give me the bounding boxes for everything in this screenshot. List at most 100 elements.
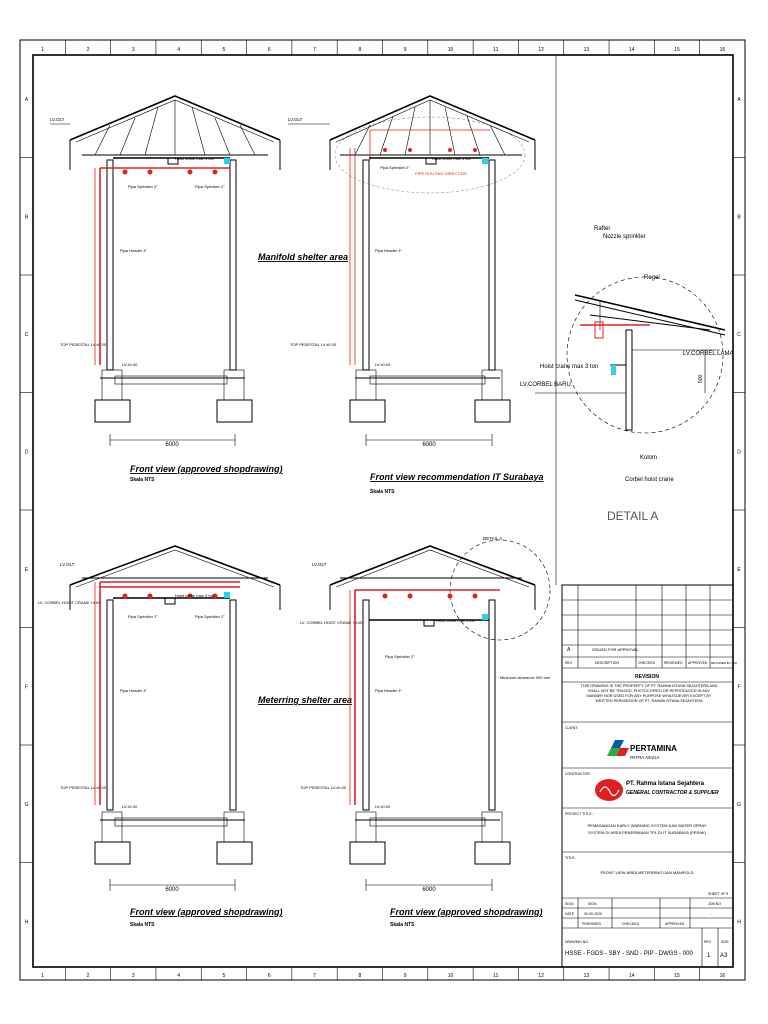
view-scale: Skala NTS bbox=[130, 922, 155, 928]
grid-row-label: A bbox=[737, 97, 741, 103]
approved-header: APPROVED bbox=[688, 661, 708, 665]
title-block: A ISSUED FOR APPROVAL REV DESCRIPTION CH… bbox=[561, 584, 738, 968]
footing-left bbox=[94, 399, 131, 423]
grid-column-label: 14 bbox=[629, 47, 635, 53]
grid-column-label: 15 bbox=[674, 47, 680, 53]
disclaimer-text: THIS DRAWING IS THE PROPERTY OF PT. RAHM… bbox=[580, 684, 718, 703]
column-left bbox=[362, 159, 370, 371]
prepared-label: PREPARED bbox=[582, 922, 601, 926]
view-title: Front view recommendation IT Surabaya bbox=[370, 472, 544, 482]
roof-truss bbox=[94, 100, 256, 156]
dimension-text: 6000 bbox=[165, 887, 179, 893]
roof-outline bbox=[69, 95, 281, 141]
footing-left bbox=[94, 841, 131, 865]
footing-right bbox=[216, 399, 253, 423]
grid-column-label: 1 bbox=[41, 973, 44, 979]
column-right bbox=[229, 599, 237, 811]
grid-row-label: B bbox=[737, 214, 741, 220]
corbel-lama-label: LV.CORBEL LAMA bbox=[683, 351, 733, 357]
approved-label: APPROVED bbox=[665, 922, 685, 926]
date-value: 00-00-2020 bbox=[584, 912, 602, 916]
grid-column-label: 14 bbox=[629, 973, 635, 979]
sign-value: SIGN bbox=[588, 902, 597, 906]
dimension-text: 6000 bbox=[422, 442, 436, 448]
crane-label: Hoist crane max 3 ton bbox=[432, 156, 471, 161]
view-1-manifold-approved: 6000 LV.OLT TOP PEDESTAL LV.±0.00 LV.±0.… bbox=[50, 95, 283, 483]
grid-column-label: 4 bbox=[177, 47, 180, 53]
view-scale: Skala NTS bbox=[390, 922, 415, 928]
column-left bbox=[106, 159, 114, 371]
grid-row-label: F bbox=[737, 684, 740, 690]
header-pipe-label: Pipa Header 4" bbox=[375, 248, 403, 253]
grid-column-label: 2 bbox=[87, 47, 90, 53]
title-label: TITLE: bbox=[565, 856, 576, 860]
grid-column-label: 7 bbox=[313, 973, 316, 979]
grid-column-label: 16 bbox=[720, 47, 726, 53]
detail-circle bbox=[566, 276, 724, 434]
lv-top-label: TOP PEDESTAL LV.±0.00 bbox=[60, 342, 107, 347]
grid-column-label: 13 bbox=[584, 47, 590, 53]
project-title-line2: SYSTEM DI AREA PENERIMAAN TPL DI IT SURA… bbox=[588, 830, 707, 835]
revision-title: REVISION bbox=[635, 674, 659, 680]
retained-header: RETAINED BY/ NO. bbox=[711, 661, 738, 665]
lv-top-label: TOP PEDESTAL LV.±0.00 bbox=[290, 342, 337, 347]
column-right bbox=[229, 159, 237, 371]
sprinkler-label-a: Pipa Sprinkler 2" bbox=[385, 654, 415, 659]
corbel-hoist-label: Corbel hoist crane bbox=[625, 477, 674, 483]
contractor-logo bbox=[595, 779, 623, 801]
corbel-baru-label: LV.CORBEL BARU bbox=[520, 382, 571, 388]
metering-area-label: Meterring shelter area bbox=[258, 695, 352, 705]
manifold-area-label: Manifold shelter area bbox=[258, 252, 348, 262]
lv-roof-label: LV.OLT bbox=[50, 117, 65, 122]
view-title: Front view (approved shopdrawing) bbox=[130, 464, 283, 474]
date-label: DATE bbox=[565, 912, 575, 916]
grid-row-label: A bbox=[25, 97, 29, 103]
hoist-crane bbox=[425, 157, 437, 165]
column-left bbox=[362, 599, 370, 811]
header-pipe-label: Pipa Header 4" bbox=[120, 248, 148, 253]
grid-column-label: 6 bbox=[268, 973, 271, 979]
sheet-of: SHEET OF 8 bbox=[708, 892, 728, 896]
description-header: DESCRIPTION bbox=[595, 661, 619, 665]
sign-label: SIGN bbox=[565, 902, 574, 906]
view-2-manifold-recommendation: 6000 LV.OLT TOP PEDESTAL LV.±0.00 LV.±0.… bbox=[288, 95, 544, 495]
kolom-label: Kolom bbox=[640, 455, 657, 461]
corbel-label: LV. CORBEL HOIST CRANE +4.00 bbox=[300, 620, 363, 625]
grid-column-label: 10 bbox=[448, 973, 454, 979]
grid-row-label: C bbox=[25, 332, 29, 338]
header-pipe-label: Pipa Header 4" bbox=[375, 688, 403, 693]
sign-grid bbox=[562, 898, 733, 929]
view-4-metering-approved: 6000 LV.OLT LV. CORBEL HOIST CRANE +4.00… bbox=[300, 536, 551, 928]
footing-right bbox=[474, 841, 511, 865]
lv-floor-label: LV.±0.00 bbox=[122, 804, 138, 809]
rafter-label: Rafter bbox=[594, 226, 610, 232]
floor-slab bbox=[114, 375, 228, 385]
sprinkler-label-a: Pipa Sprinkler 2" bbox=[128, 184, 158, 189]
valve-icon bbox=[482, 158, 488, 164]
sprinkler-label-b: Pipa Sprinkler 2" bbox=[195, 614, 225, 619]
grid-column-label: 7 bbox=[313, 47, 316, 53]
grid-column-label: 3 bbox=[132, 973, 135, 979]
grid-column-label: 15 bbox=[674, 973, 680, 979]
grid-column-label: 9 bbox=[404, 973, 407, 979]
grid-column-label: 8 bbox=[358, 973, 361, 979]
hoist-crane bbox=[423, 619, 435, 627]
view-3-metering-approved: 6000 LV.OLT LV. CORBEL HOIST CRANE +4.00… bbox=[38, 545, 283, 928]
grid-row-label: G bbox=[25, 802, 29, 808]
crane-label: Hoist crane max 3 ton bbox=[175, 156, 214, 161]
grid-row-label: G bbox=[737, 802, 741, 808]
roof-outline bbox=[329, 545, 536, 586]
sprinkler-nozzles bbox=[383, 148, 477, 152]
revision-grid bbox=[562, 585, 733, 683]
detail-ref-label: DETAIL A bbox=[483, 536, 502, 541]
disclaimer-box: THIS DRAWING IS THE PROPERTY OF PT. RAHM… bbox=[580, 684, 718, 703]
grid-row-label: F bbox=[25, 684, 28, 690]
view-scale: Skala NTS bbox=[130, 477, 155, 483]
grid-row-label: D bbox=[737, 449, 741, 455]
grid-row-label: H bbox=[737, 919, 741, 925]
grid-column-label: 8 bbox=[358, 47, 361, 53]
